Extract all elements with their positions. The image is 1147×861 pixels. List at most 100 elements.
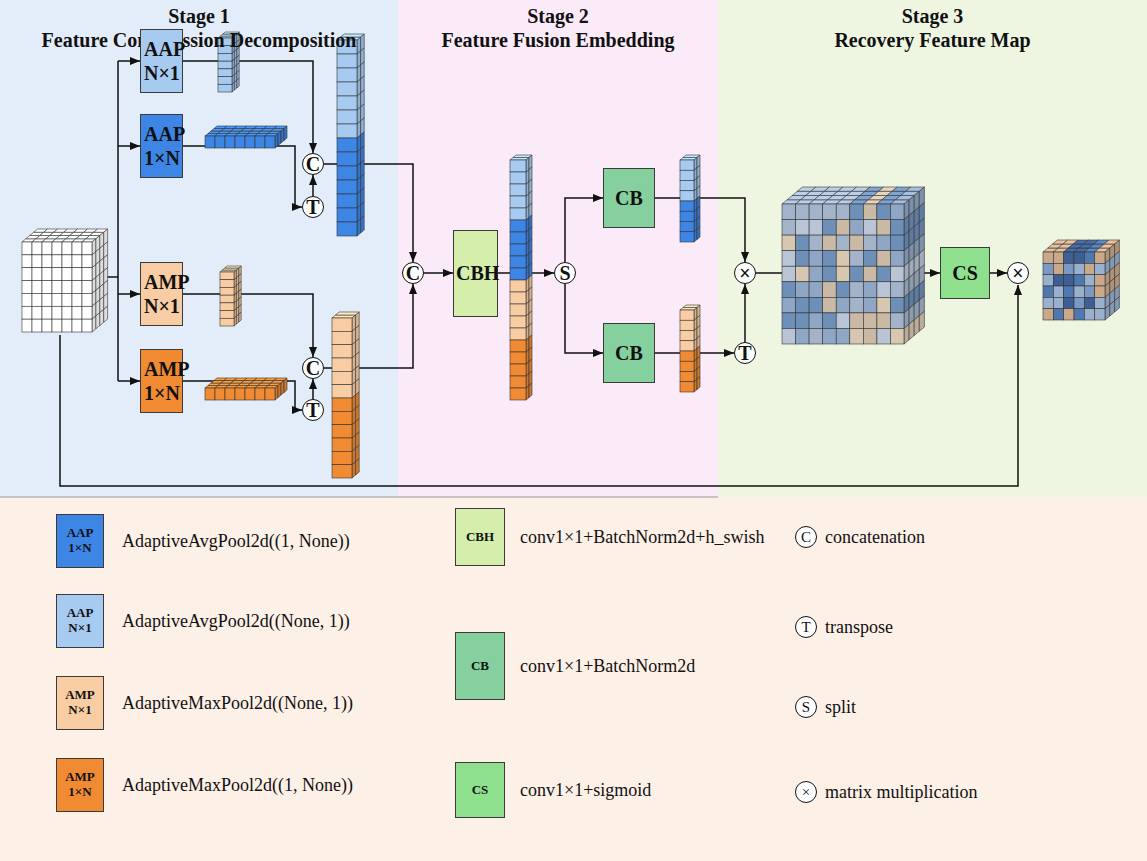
cell xyxy=(510,292,526,304)
operator-symbol: C xyxy=(306,152,320,176)
cell xyxy=(809,297,823,313)
legend-description: AdaptiveAvgPool2d((1, None)) xyxy=(122,531,350,552)
cell xyxy=(361,216,365,233)
cell xyxy=(42,293,52,306)
cell xyxy=(332,411,352,424)
cell xyxy=(836,328,850,344)
cell xyxy=(82,306,92,319)
cell xyxy=(1074,275,1084,286)
cell xyxy=(809,251,823,267)
flow-arrow xyxy=(312,175,314,196)
cell xyxy=(809,313,823,329)
cell xyxy=(100,309,104,325)
operator-circle: C xyxy=(302,357,324,379)
flow-arrow xyxy=(183,146,302,207)
cell xyxy=(337,152,357,166)
stage-title: Stage 2 xyxy=(527,4,589,28)
cell xyxy=(22,306,32,319)
cell xyxy=(32,242,42,255)
cell xyxy=(337,166,357,180)
cell xyxy=(850,235,864,251)
cell xyxy=(1115,297,1120,312)
cell xyxy=(809,220,823,236)
cell xyxy=(1084,275,1094,286)
cell xyxy=(1074,286,1084,297)
cell xyxy=(863,297,877,313)
cell xyxy=(42,306,52,319)
cell xyxy=(42,242,52,255)
legend-description: conv1×1+BatchNorm2d xyxy=(520,656,695,677)
cell xyxy=(510,172,526,184)
cell xyxy=(205,388,215,400)
cell xyxy=(863,266,877,282)
legend-symbol: C xyxy=(795,526,817,548)
cell xyxy=(337,110,357,124)
cell xyxy=(836,282,850,298)
cell xyxy=(863,204,877,220)
cell xyxy=(782,204,796,220)
cell xyxy=(255,136,265,148)
cell xyxy=(332,331,352,344)
flow-arrow xyxy=(424,272,453,274)
cell xyxy=(510,376,526,388)
flow-arrow xyxy=(990,272,1007,274)
cell xyxy=(337,180,357,194)
cell xyxy=(32,319,42,332)
cell xyxy=(680,232,694,242)
legend-description: conv1×1+BatchNorm2d+h_swish xyxy=(520,527,764,548)
attention-map xyxy=(782,187,924,344)
cell xyxy=(356,459,360,475)
operator-circle: × xyxy=(1007,262,1029,284)
cell xyxy=(218,77,232,85)
box-label: AAP 1×N xyxy=(60,526,100,556)
cell xyxy=(281,129,284,144)
cell xyxy=(510,208,526,220)
operator-symbol: × xyxy=(739,261,750,285)
cell xyxy=(850,204,864,220)
cell xyxy=(809,266,823,282)
cell xyxy=(1064,252,1074,263)
cell xyxy=(890,266,904,282)
cell xyxy=(220,303,234,311)
cell xyxy=(62,319,72,332)
cell xyxy=(823,204,837,220)
cell xyxy=(823,297,837,313)
legend-symbol: × xyxy=(795,781,817,803)
cell xyxy=(680,310,694,320)
cell xyxy=(1053,286,1063,297)
cell xyxy=(890,220,904,236)
cell xyxy=(796,204,810,220)
cell xyxy=(850,313,864,329)
cell xyxy=(1084,297,1094,308)
cell xyxy=(337,222,357,236)
cell xyxy=(823,235,837,251)
cell xyxy=(22,319,32,332)
cell xyxy=(877,297,891,313)
pooled-feature xyxy=(220,266,241,326)
cell xyxy=(32,268,42,281)
legend-sample: AAP 1×N xyxy=(56,514,104,568)
cell xyxy=(877,235,891,251)
branch-arrow xyxy=(118,145,140,147)
cell xyxy=(62,242,72,255)
cell xyxy=(836,313,850,329)
operator-symbol: T xyxy=(306,398,319,422)
cell xyxy=(332,345,352,358)
cell xyxy=(218,69,232,77)
stage-panel xyxy=(0,497,1147,861)
cell xyxy=(32,293,42,306)
cell xyxy=(836,251,850,267)
operator-symbol: S xyxy=(802,700,810,715)
pooled-feature xyxy=(205,126,287,148)
cell xyxy=(332,385,352,398)
flow-arrow xyxy=(324,164,413,262)
cell xyxy=(510,160,526,172)
cell xyxy=(680,351,694,361)
cell xyxy=(332,318,352,331)
cell xyxy=(863,220,877,236)
cell xyxy=(218,61,232,69)
cell xyxy=(245,388,255,400)
cell xyxy=(782,266,796,282)
cell xyxy=(510,352,526,364)
cell xyxy=(796,297,810,313)
